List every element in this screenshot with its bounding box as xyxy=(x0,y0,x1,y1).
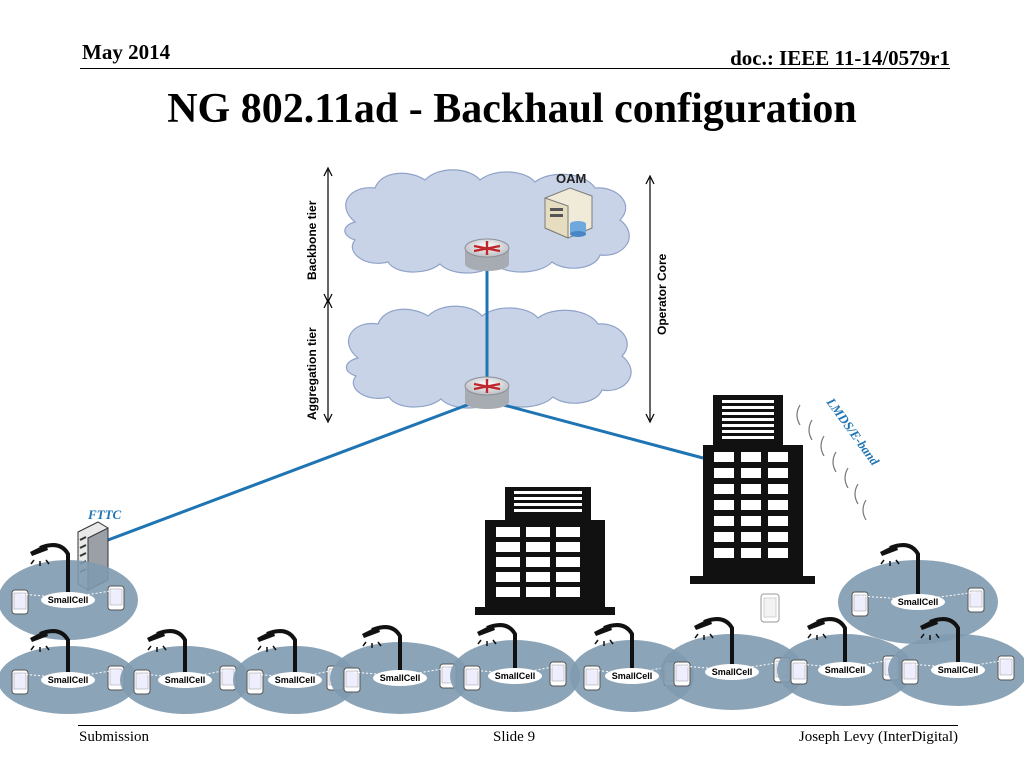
lamp-post-icon xyxy=(920,617,960,672)
smallcell-badge xyxy=(41,672,95,688)
lamp-post-icon xyxy=(257,629,297,682)
radio-link xyxy=(184,669,229,679)
smallcell-label: SmallCell xyxy=(612,671,653,681)
smallcell-badge xyxy=(818,662,872,678)
phone-icon xyxy=(133,669,151,695)
header-doc-id: doc.: IEEE 11-14/0579r1 xyxy=(730,46,950,70)
smallcell-label: SmallCell xyxy=(380,673,421,683)
smallcell-group: SmallCell xyxy=(570,623,694,712)
oam-server-icon xyxy=(544,187,593,239)
smallcell-badge xyxy=(373,670,427,686)
lamp-post-icon xyxy=(880,543,920,604)
footer-rule xyxy=(78,725,958,726)
phone-icon xyxy=(901,659,919,685)
smallcell-label: SmallCell xyxy=(825,665,866,675)
smallcell-group: SmallCell xyxy=(450,623,580,712)
smallcell-badge xyxy=(41,592,95,608)
phone-icon xyxy=(11,589,29,615)
fttc-link xyxy=(107,400,476,542)
phone-icon xyxy=(343,667,361,693)
smallcell-badge xyxy=(488,668,542,684)
aggregation-router-icon xyxy=(464,376,510,409)
phone-icon xyxy=(583,665,601,691)
aggregation-tier-label: Aggregation tier xyxy=(305,327,319,420)
smallcell-label: SmallCell xyxy=(898,597,939,607)
wireless-link-arcs xyxy=(796,404,867,521)
smallcell-badge xyxy=(268,672,322,688)
header-date: May 2014 xyxy=(82,40,171,64)
phone-icon xyxy=(760,593,780,623)
footer-submission: Submission xyxy=(79,729,150,745)
lmds-label: LMDS/E-band xyxy=(823,394,883,468)
lamp-post-icon xyxy=(594,623,634,678)
smallcell-label: SmallCell xyxy=(48,675,89,685)
smallcell-label: SmallCell xyxy=(48,595,89,605)
smallcell-badge xyxy=(705,664,759,680)
phone-icon xyxy=(246,669,264,695)
phone-icon xyxy=(851,591,869,617)
smallcell-badge xyxy=(931,662,985,678)
lamp-post-icon xyxy=(30,543,70,602)
smallcell-badge xyxy=(891,594,945,610)
phone-icon xyxy=(997,655,1015,681)
lamp-post-icon xyxy=(477,623,517,678)
fttc-label: FTTC xyxy=(87,507,122,522)
lamp-post-icon xyxy=(807,617,847,672)
radio-link xyxy=(514,665,559,675)
smallcell-label: SmallCell xyxy=(165,675,206,685)
smallcell-badge xyxy=(605,668,659,684)
backbone-tier-arrow xyxy=(323,166,333,304)
lamp-post-icon xyxy=(147,629,187,682)
smallcell-badge xyxy=(158,672,212,688)
lamp-post-icon xyxy=(694,617,734,674)
phone-icon xyxy=(549,661,567,687)
smallcell-group: SmallCell xyxy=(888,617,1024,706)
phone-icon xyxy=(463,665,481,691)
oam-label: OAM xyxy=(556,171,586,186)
header-rule xyxy=(80,68,950,69)
phone-icon xyxy=(219,665,237,691)
slide-title: NG 802.11ad - Backhaul configuration xyxy=(167,86,857,132)
backbone-router-icon xyxy=(464,238,510,271)
smallcell-label: SmallCell xyxy=(712,667,753,677)
smallcell-label: SmallCell xyxy=(938,665,979,675)
phone-icon xyxy=(673,661,691,687)
lamp-post-icon xyxy=(30,629,70,682)
smallcell-group: SmallCell xyxy=(0,629,138,714)
smallcell-group: SmallCell xyxy=(838,543,998,644)
smallcell-group: SmallCell xyxy=(330,625,470,714)
smallcell-group: SmallCell xyxy=(0,543,138,640)
phone-icon xyxy=(790,659,808,685)
smallcell-group: SmallCell xyxy=(120,629,250,714)
lamp-post-icon xyxy=(362,625,402,680)
radio-link xyxy=(294,669,336,679)
smallcell-label: SmallCell xyxy=(495,671,536,681)
aggregation-tier-arrow xyxy=(323,298,333,424)
phone-icon xyxy=(107,585,125,611)
tower-link xyxy=(499,402,704,460)
office-building-icon xyxy=(475,487,615,615)
footer-author: Joseph Levy (InterDigital) xyxy=(798,729,958,745)
operator-core-arrow xyxy=(645,174,655,424)
tower-building-icon xyxy=(690,395,815,584)
operator-core-label: Operator Core xyxy=(655,253,669,335)
smallcell-label: SmallCell xyxy=(275,675,316,685)
phone-icon xyxy=(11,669,29,695)
phone-icon xyxy=(967,587,985,613)
aggregation-cloud xyxy=(345,305,632,409)
backbone-tier-label: Backbone tier xyxy=(305,200,319,280)
footer-slide-number: Slide 9 xyxy=(493,729,536,745)
